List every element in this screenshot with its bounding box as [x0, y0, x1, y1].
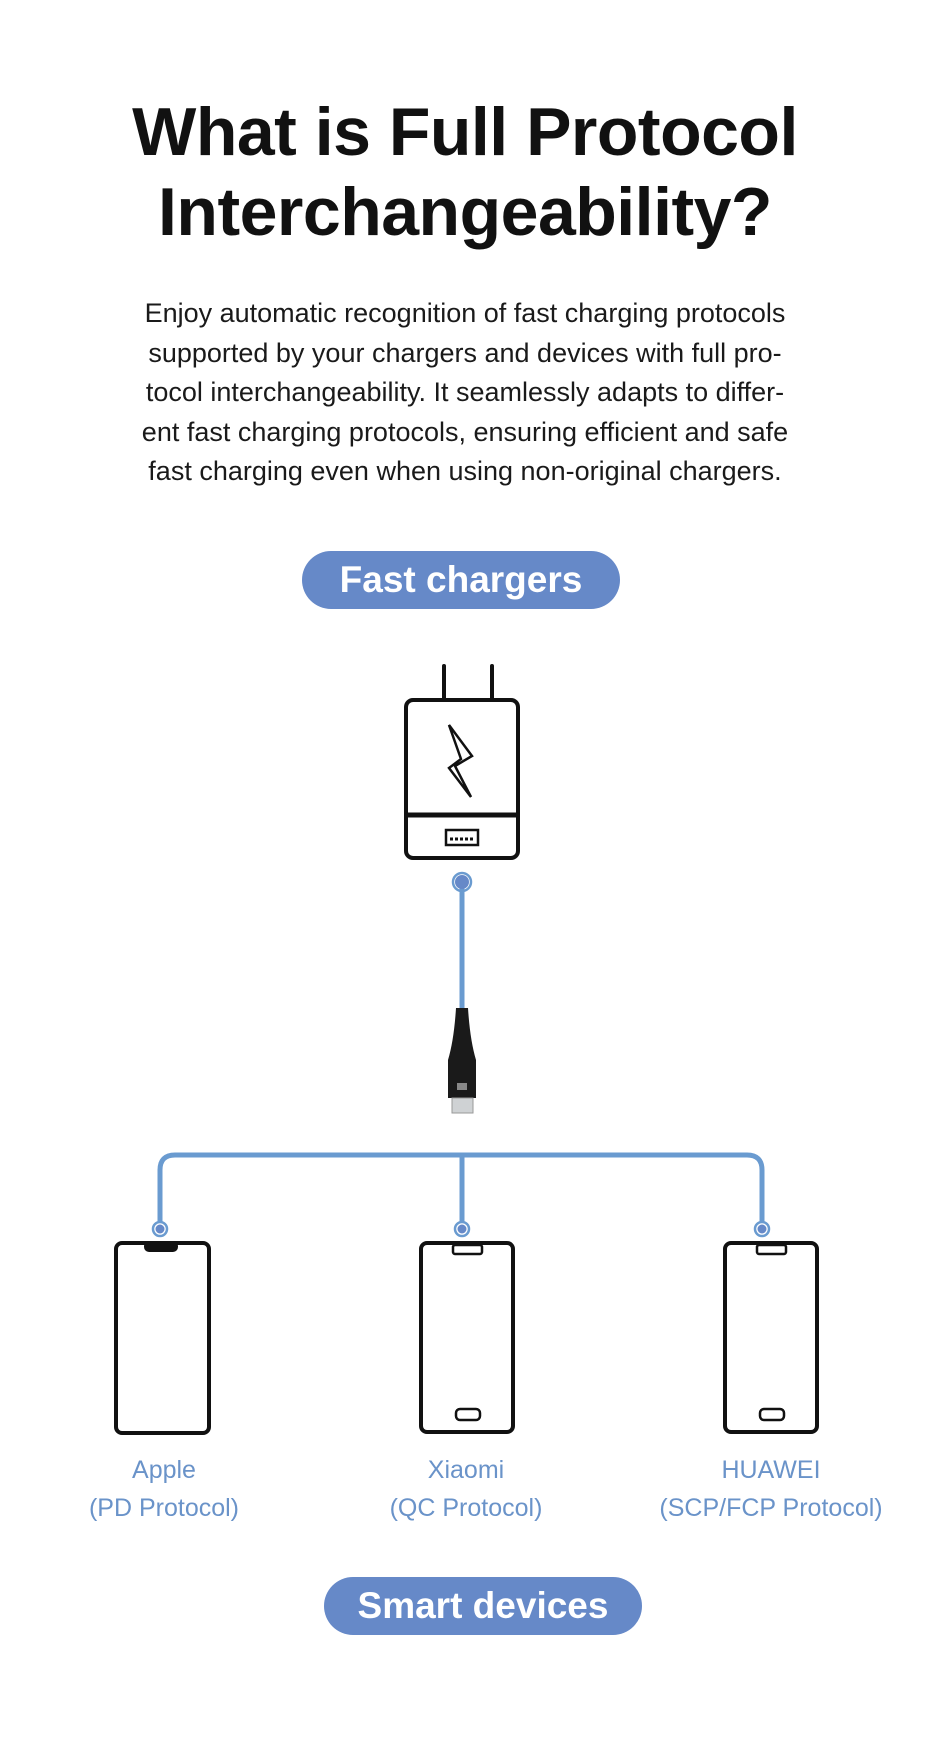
device-label-huawei: HUAWEI (SCP/FCP Protocol) [621, 1451, 921, 1527]
description: Enjoy automatic recognition of fast char… [0, 294, 930, 492]
device-protocol: (PD Protocol) [88, 1494, 240, 1522]
device-name: Xiaomi [427, 1456, 505, 1484]
device-protocol: (SCP/FCP Protocol) [659, 1494, 883, 1522]
charger-icon [404, 664, 520, 860]
lightning-icon [447, 724, 474, 798]
description-line: tocol interchangeability. It seamlessly … [145, 377, 785, 407]
description-line: ent fast charging protocols, ensuring ef… [141, 416, 789, 447]
device-label-xiaomi: Xiaomi (QC Protocol) [316, 1451, 616, 1527]
device-label-apple: Apple (PD Protocol) [14, 1451, 314, 1527]
apple-phone-icon [114, 1241, 211, 1435]
description-line: fast charging even when using non-origin… [148, 456, 782, 486]
xiaomi-phone-icon [419, 1241, 515, 1434]
title-line-2: Interchangeability? [158, 174, 772, 250]
huawei-phone-icon [723, 1241, 819, 1434]
description-line: Enjoy automatic recognition of fast char… [144, 298, 786, 328]
page-title: What is Full Protocol Interchangeability… [0, 92, 930, 252]
title-line-1: What is Full Protocol [132, 94, 798, 170]
device-name: HUAWEI [721, 1456, 821, 1484]
device-dots [151, 1220, 771, 1238]
smart-devices-badge: Smart devices [324, 1577, 642, 1635]
usb-c-connector-icon [448, 1008, 476, 1114]
fast-chargers-badge: Fast chargers [302, 551, 620, 609]
device-name: Apple [132, 1456, 196, 1484]
description-line: supported by your chargers and devices w… [148, 337, 782, 368]
device-protocol: (QC Protocol) [389, 1494, 543, 1522]
